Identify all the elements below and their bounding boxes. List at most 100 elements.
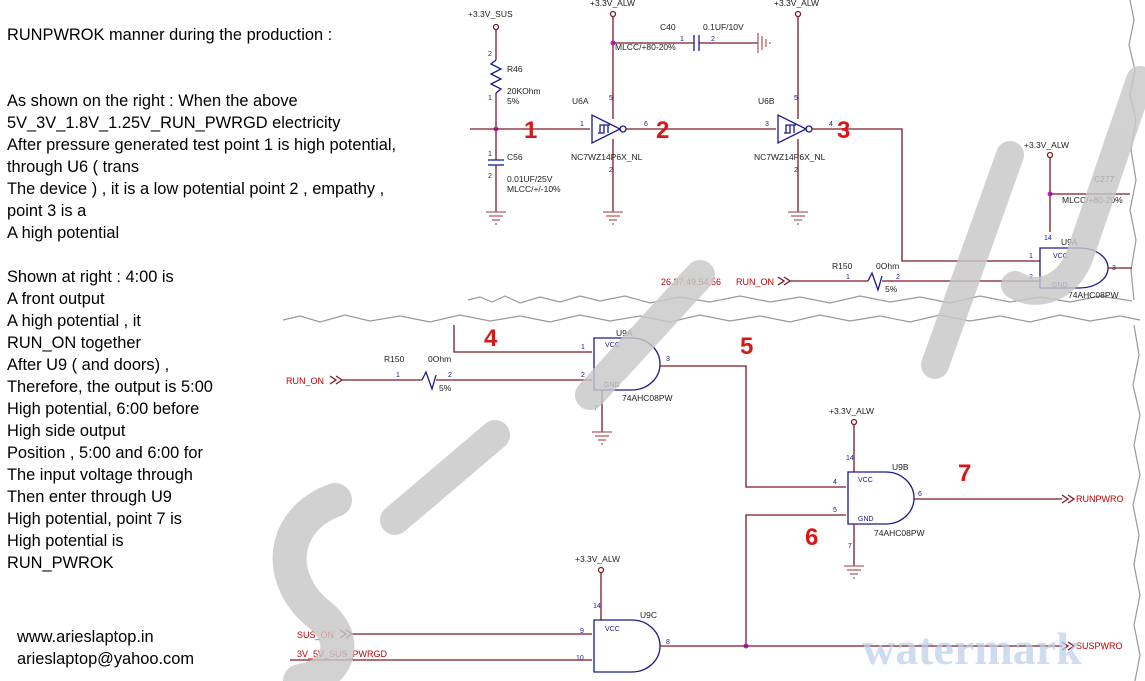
explanation-line: through U6 ( trans <box>7 158 140 176</box>
r150-bottom-ref: R150 <box>384 354 405 364</box>
explanation-line: The device ) , it is a low potential poi… <box>7 180 385 198</box>
run-on-arrow-top <box>777 276 792 286</box>
rail-alw3-label: +3.3V_ALW <box>1024 140 1069 150</box>
u9c-pin-in1: 9 <box>580 628 584 635</box>
rail-sus-label: +3.3V_SUS <box>468 9 513 19</box>
explanation-line: A front output <box>7 290 105 308</box>
u9c-and-gate <box>593 619 661 673</box>
c40-pin-right: 2 <box>711 36 715 43</box>
c56-pin-bottom: 2 <box>488 173 492 180</box>
u9b-ref: U9B <box>892 462 909 472</box>
r46-tol: 5% <box>507 96 520 106</box>
u6a-ref: U6A <box>572 96 589 106</box>
r150-top-tol: 5% <box>885 284 898 294</box>
u6b-inverter <box>777 113 808 145</box>
susp-net: SUSPWRO <box>1076 641 1123 651</box>
explanation-line: High potential is <box>7 532 124 550</box>
c40-type: MLCC/+80-20% <box>615 42 676 52</box>
u6b-pin-gnd: 2 <box>794 167 798 174</box>
u9a-part: 74AHC08PW <box>622 393 673 403</box>
u9b-gnd: GND <box>858 516 874 523</box>
r46-ref: R46 <box>507 64 523 74</box>
u9c-ref: U9C <box>640 610 657 620</box>
explanation-text: RUNPWROK manner during the production : … <box>7 24 467 574</box>
rail-sus-pin <box>492 23 500 31</box>
explanation-line: RUN_PWROK <box>7 554 114 572</box>
email-link[interactable]: arieslaptop@yahoo.com <box>17 650 194 668</box>
contact-info: www.arieslaptop.in arieslaptop@yahoo.com <box>17 626 194 670</box>
u9a-pin-in1: 1 <box>581 344 585 351</box>
explanation-line: High side output <box>7 422 126 440</box>
r46-value: 20KOhm <box>507 86 541 96</box>
explanation-line: RUN_ON together <box>7 334 141 352</box>
u9c-rail-label: +3.3V_ALW <box>575 554 620 564</box>
run-on-net-bottom: RUN_ON <box>286 376 324 386</box>
explanation-line: High potential, 6:00 before <box>7 400 200 418</box>
u6a-inverter <box>591 113 622 145</box>
u9b-pin-vcc: 14 <box>846 455 854 462</box>
u9a-top-pin-vcc: 14 <box>1044 235 1052 242</box>
point-label-6: 6 <box>805 524 818 551</box>
r150-top-resistor <box>867 271 883 293</box>
u9b-part: 74AHC08PW <box>874 528 925 538</box>
u6b-pin-in: 3 <box>765 121 769 128</box>
u6a-pin-out: 6 <box>644 121 648 128</box>
c56-value: 0.01UF/25V <box>507 174 553 184</box>
u9b-pin-in2: 5 <box>833 507 837 514</box>
explanation-line: A high potential <box>7 224 120 242</box>
net-point-6 <box>745 514 846 646</box>
watermark-text: watermark <box>862 623 1082 674</box>
explanation-title: RUNPWROK manner during the production : <box>7 26 333 44</box>
u9a-vcc: VCC <box>605 342 620 349</box>
u9b-pin-gnd: 7 <box>848 543 852 550</box>
r46-pin-bottom: 1 <box>488 95 492 102</box>
point-label-5: 5 <box>740 333 753 360</box>
net-point-5 <box>660 365 846 488</box>
ground-symbol-u9b <box>844 565 864 579</box>
u9b-pin-in1: 4 <box>833 479 837 486</box>
run-on-net-top: RUN_ON <box>736 277 774 287</box>
net-point-4 <box>453 325 592 353</box>
u9a-ref: U9A <box>616 328 633 338</box>
u6a-part: NC7WZ14P6X_NL <box>571 152 643 162</box>
u6b-ref: U6B <box>758 96 775 106</box>
susp-arrow <box>1061 641 1076 651</box>
u6a-schmitt-icon <box>598 124 610 134</box>
watermark-stroke-s <box>272 483 355 681</box>
c40-pin-left: 1 <box>680 36 684 43</box>
u9b-pin-out: 6 <box>918 491 922 498</box>
u9a-top-ref: U9A <box>1061 237 1078 247</box>
u9a-top-part: 74AHC08PW <box>1068 290 1119 300</box>
u9b-rail-pin <box>850 418 858 426</box>
rail-alw1-label: +3.3V_ALW <box>590 0 635 8</box>
explanation-line: As shown on the right : When the above <box>7 92 298 110</box>
u9a-pin-in2: 2 <box>581 372 585 379</box>
rail-alw2-pin <box>794 10 802 18</box>
explanation-line: After U9 ( and doors) , <box>7 356 170 374</box>
u6b-schmitt-icon <box>784 124 796 134</box>
r150-top-pin-left: 1 <box>846 274 850 281</box>
explanation-line: Then enter through U9 <box>7 488 172 506</box>
explanation-line: Position , 5:00 and 6:00 for <box>7 444 203 462</box>
explanation-line: The input voltage through <box>7 466 193 484</box>
ground-symbol-u6b <box>788 211 808 225</box>
explanation-line: High potential, point 7 is <box>7 510 182 528</box>
rail-alw3-pin <box>1046 151 1054 159</box>
website-link[interactable]: www.arieslaptop.in <box>17 628 154 646</box>
watermark-stroke-diag <box>921 141 1024 379</box>
explanation-line: Shown at right : 4:00 is <box>7 268 174 286</box>
torn-edge-top <box>467 295 1133 304</box>
watermark-stroke-t <box>575 260 715 410</box>
u9b-vcc: VCC <box>858 477 873 484</box>
ground-symbol-u9a <box>592 431 612 445</box>
r150-bottom-resistor <box>421 370 437 392</box>
torn-edge-bottom-top <box>282 314 1141 323</box>
explanation-line: Therefore, the output is 5:00 <box>7 378 213 396</box>
u6b-part: NC7WZ14P6X_NL <box>754 152 826 162</box>
r150-bottom-pin-left: 1 <box>396 372 400 379</box>
r46-resistor <box>489 59 503 94</box>
point-label-7: 7 <box>958 460 971 487</box>
u6b-pin-out: 4 <box>829 121 833 128</box>
u9a-top-vcc: VCC <box>1053 253 1068 260</box>
u9c-rail-pin <box>597 566 605 574</box>
